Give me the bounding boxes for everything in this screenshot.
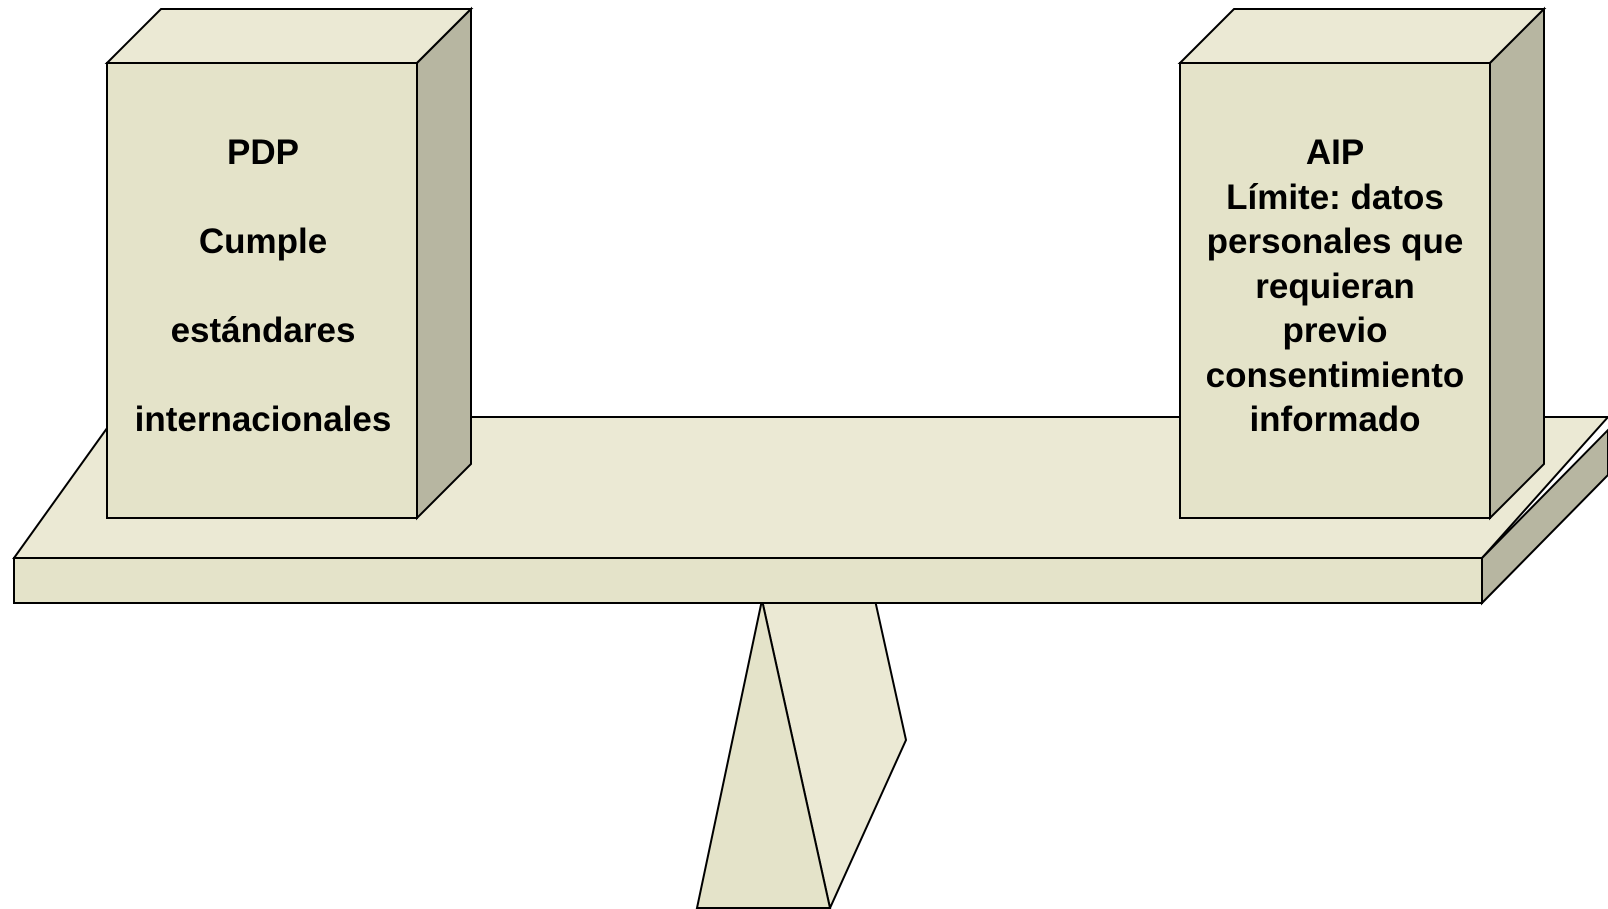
- left-box: [104, 6, 474, 521]
- right-box-line-limite: Límite: datos: [1226, 177, 1444, 217]
- left-box-line-spacer-1: [258, 176, 268, 221]
- right-box-side-face: [1489, 6, 1545, 521]
- left-box-side-face: [416, 6, 472, 521]
- left-box-title: PDP: [227, 133, 299, 172]
- right-box-line-informado: informado: [1249, 400, 1421, 439]
- plank-side-face: [1481, 428, 1608, 606]
- left-box-line-internacionales: internacionales: [134, 400, 392, 439]
- right-box-front-face: [1179, 62, 1491, 519]
- right-box-top-face: [1177, 8, 1547, 64]
- left-box-line-spacer-3: [258, 354, 268, 399]
- plank-front-face: [13, 557, 1483, 604]
- fulcrum-front-face: [695, 599, 832, 909]
- left-box-line-cumple: Cumple: [198, 222, 328, 261]
- left-box-front-face: [106, 62, 418, 519]
- right-box-title: AIP: [1305, 133, 1365, 172]
- left-box-label: PDP Cumple estándares internacionales: [107, 131, 419, 443]
- left-box-line-estandares: estándares: [170, 311, 356, 350]
- left-box-top-face: [104, 8, 474, 64]
- right-box: [1177, 6, 1547, 521]
- right-box-line-consentimiento: consentimiento: [1205, 355, 1465, 395]
- left-box-line-spacer-2: [258, 265, 268, 310]
- fulcrum: [695, 599, 908, 909]
- right-box-line-requieran: requieran: [1255, 266, 1415, 306]
- right-box-line-previo: previo: [1282, 311, 1388, 350]
- right-box-label: AIP Límite: datos personales que requier…: [1180, 131, 1490, 443]
- right-box-line-personales: personales que: [1206, 222, 1464, 261]
